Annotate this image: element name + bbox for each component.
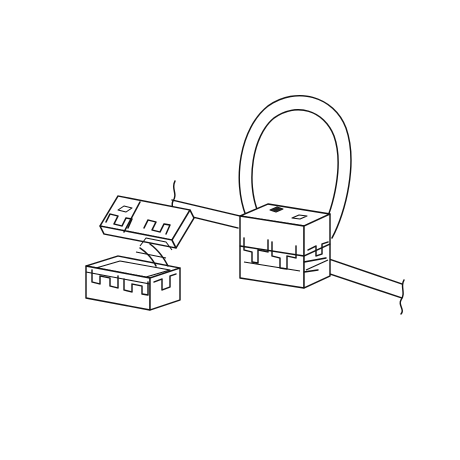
open-clamp-ferrite [85, 195, 195, 311]
cable-loop [238, 94, 352, 239]
closed-clamp-ferrite [239, 203, 331, 289]
